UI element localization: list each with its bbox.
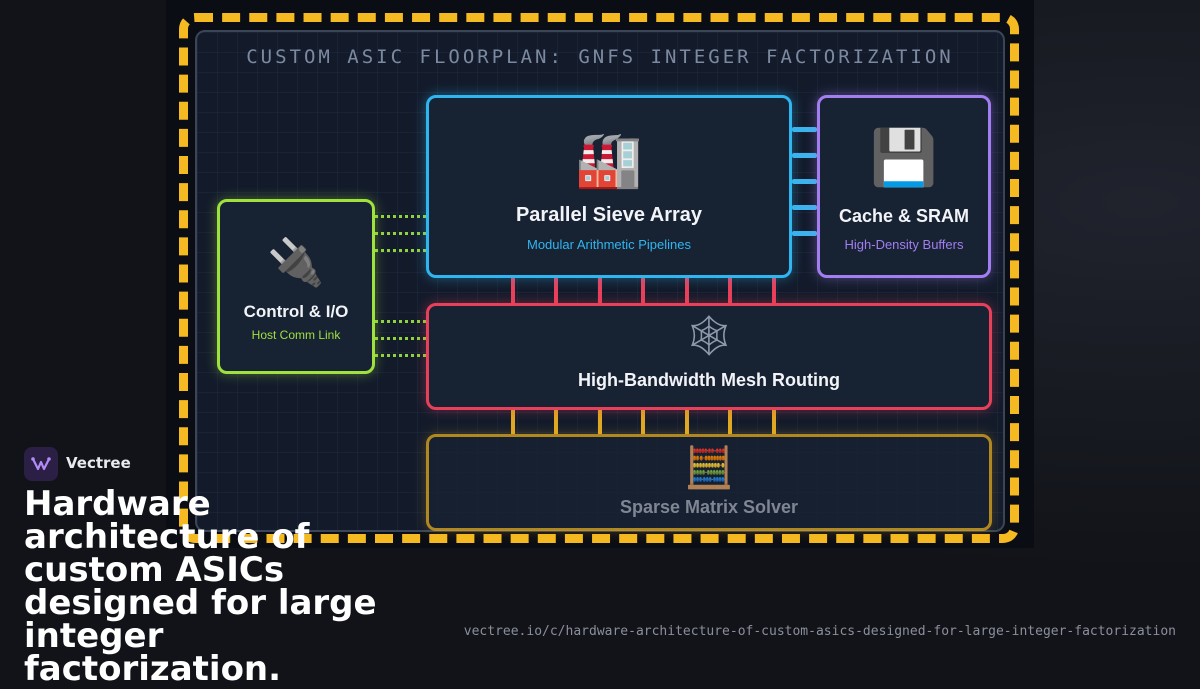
connector-mesh-sparse-5 xyxy=(685,410,689,434)
factory-icon: 🏭 xyxy=(575,128,643,191)
connector-sieve-cache-3 xyxy=(792,179,817,184)
sparse-title: Sparse Matrix Solver xyxy=(619,497,799,517)
connector-mesh-sparse-1 xyxy=(511,410,515,434)
brand-name: Vectree xyxy=(66,454,131,472)
floorplan-title: CUSTOM ASIC FLOORPLAN: GNFS INTEGER FACT… xyxy=(246,46,954,68)
cache-subtitle: High-Density Buffers xyxy=(844,237,964,252)
connector-control-mesh-3 xyxy=(375,354,426,357)
connector-sieve-mesh-3 xyxy=(598,278,602,303)
connector-control-sieve-2 xyxy=(375,232,426,235)
mesh-title: High-Bandwidth Mesh Routing xyxy=(578,370,840,390)
dashed-chip-boundary xyxy=(179,13,1019,543)
connector-mesh-sparse-3 xyxy=(598,410,602,434)
source-url[interactable]: vectree.io/c/hardware-architecture-of-cu… xyxy=(463,624,1176,639)
sieve-title: Parallel Sieve Array xyxy=(515,204,703,226)
block-cache-sram: 💾 Cache & SRAM High-Density Buffers xyxy=(817,95,991,278)
connector-control-sieve-1 xyxy=(375,215,426,218)
connector-sieve-cache-5 xyxy=(792,231,817,236)
vectree-logo-icon xyxy=(24,447,58,481)
sieve-subtitle: Modular Arithmetic Pipelines xyxy=(526,237,692,252)
connector-control-mesh-1 xyxy=(375,320,426,323)
connector-sieve-mesh-4 xyxy=(641,278,645,303)
block-mesh-routing: 🕸 High-Bandwidth Mesh Routing xyxy=(426,303,992,410)
connector-mesh-sparse-4 xyxy=(641,410,645,434)
abacus-icon: 🧮 xyxy=(684,445,734,491)
connector-sieve-mesh-2 xyxy=(554,278,558,303)
connector-mesh-sparse-6 xyxy=(728,410,732,434)
block-parallel-sieve-array: 🏭 Parallel Sieve Array Modular Arithmeti… xyxy=(426,95,792,278)
cache-title: Cache & SRAM xyxy=(838,206,970,226)
connector-sieve-mesh-7 xyxy=(772,278,776,303)
connector-sieve-mesh-1 xyxy=(511,278,515,303)
connector-mesh-sparse-7 xyxy=(772,410,776,434)
headline: Hardware architecture of custom ASICs de… xyxy=(24,484,377,689)
connector-sieve-cache-4 xyxy=(792,205,817,210)
connector-sieve-mesh-6 xyxy=(728,278,732,303)
floppy-disk-icon: 💾 xyxy=(870,126,938,189)
connector-control-sieve-3 xyxy=(375,249,426,252)
connector-sieve-cache-1 xyxy=(792,127,817,132)
connector-sieve-mesh-5 xyxy=(685,278,689,303)
connector-control-mesh-2 xyxy=(375,337,426,340)
connector-sieve-cache-2 xyxy=(792,153,817,158)
block-sparse-matrix-solver: 🧮 Sparse Matrix Solver xyxy=(426,434,992,531)
spider-web-icon: 🕸 xyxy=(683,313,735,359)
control-subtitle: Host Comm Link xyxy=(251,328,341,342)
plug-icon: 🔌 xyxy=(267,235,325,289)
block-control-io: 🔌 Control & I/O Host Comm Link xyxy=(217,199,375,374)
connector-mesh-sparse-2 xyxy=(554,410,558,434)
control-title: Control & I/O xyxy=(243,302,349,321)
